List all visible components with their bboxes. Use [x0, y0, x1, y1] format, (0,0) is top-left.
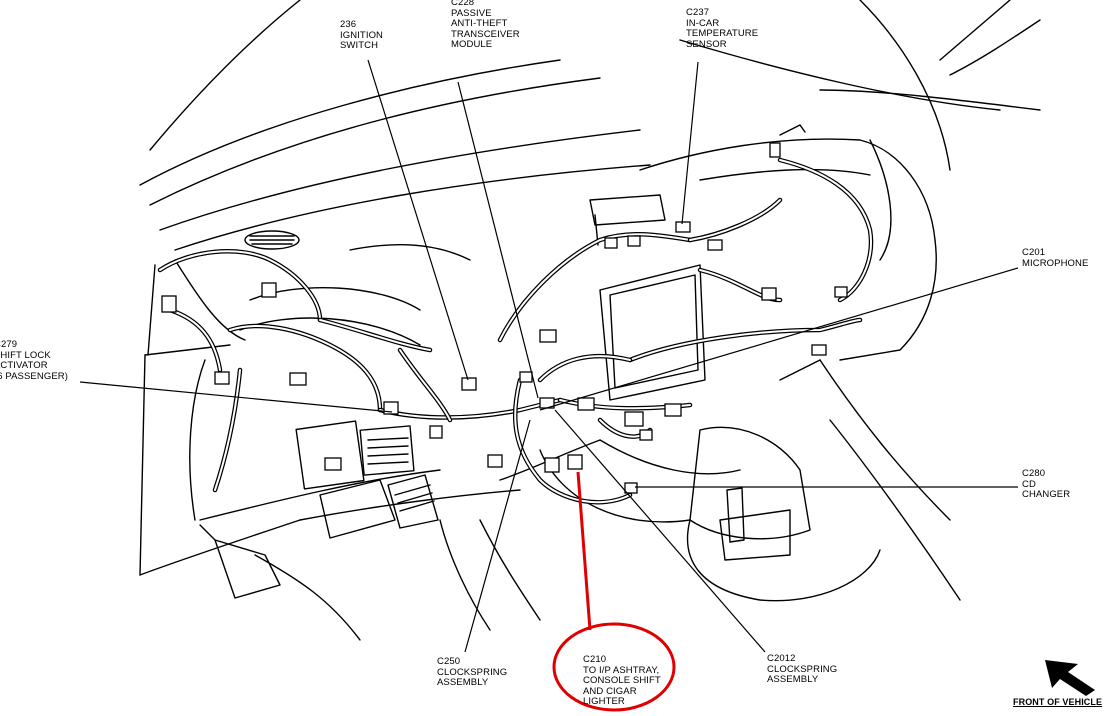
- label-cd-changer: C280 CD CHANGER: [1022, 468, 1071, 500]
- front-of-vehicle-label: FRONT OF VEHICLE: [1013, 697, 1103, 707]
- label-shift-lock: C279 SHIFT LOCK ACTIVATOR (6 PASSENGER): [0, 339, 68, 382]
- label-patm: C228 PASSIVE ANTI-THEFT TRANSCEIVER MODU…: [451, 0, 520, 50]
- leader-lines: [79, 59, 1019, 653]
- label-ignition-switch: 236 IGNITION SWITCH: [340, 19, 384, 51]
- front-arrow-icon: [1045, 660, 1095, 696]
- label-c210: C210 TO I/P ASHTRAY, CONSOLE SHIFT AND C…: [583, 654, 661, 707]
- highlight-circle: [552, 622, 676, 712]
- label-temp-sensor: C237 IN-CAR TEMPERATURE SENSOR: [686, 7, 759, 50]
- label-clockspring-right: C2012 CLOCKSPRING ASSEMBLY: [767, 653, 838, 685]
- connectors: [161, 142, 848, 494]
- label-microphone: C201 MICROPHONE: [1022, 247, 1089, 269]
- label-clockspring-left: C250 CLOCKSPRING ASSEMBLY: [437, 656, 508, 688]
- dash-outline: [139, 0, 1041, 641]
- wiring-harness: [157, 157, 874, 505]
